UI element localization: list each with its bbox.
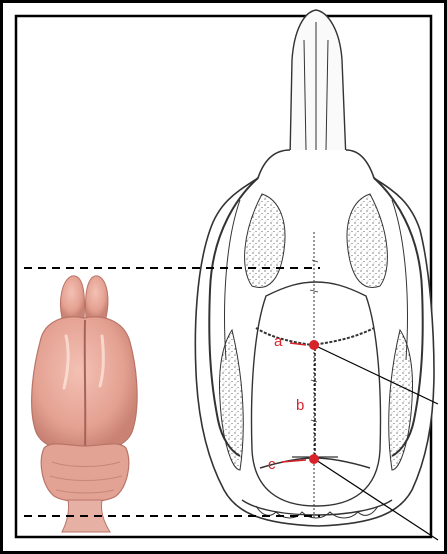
landmark-a-label: a (274, 333, 283, 350)
landmark-c-label: c (268, 456, 276, 473)
landmark-b-label: b (296, 397, 304, 414)
longitudinal-fissure (85, 320, 86, 450)
bregma-point (309, 340, 319, 350)
lambda-point (309, 454, 319, 464)
landmark-b: b (296, 397, 304, 414)
olfactory-bulb-right (86, 276, 108, 318)
